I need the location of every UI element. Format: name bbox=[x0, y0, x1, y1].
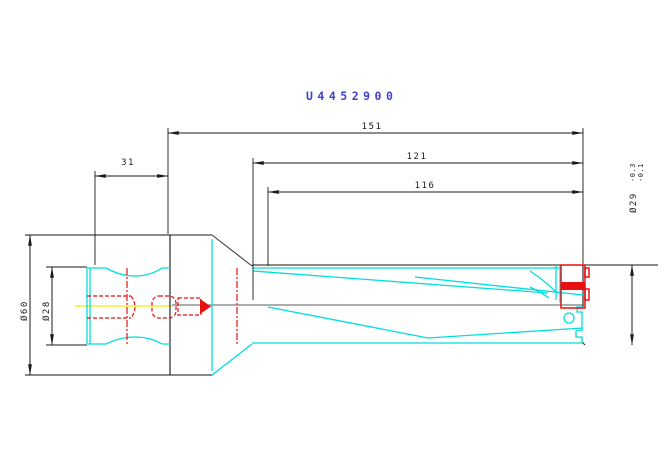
cone-bottom-edge bbox=[211, 343, 253, 376]
insert-outline bbox=[560, 264, 590, 309]
dimension-labels: 151 121 116 31 Ø60 Ø28 Ø29 -0.3 -0.1 bbox=[19, 122, 645, 321]
screw-shaft bbox=[177, 297, 202, 316]
shank-top-edge bbox=[87, 267, 170, 277]
flute-helix-bottom-2 bbox=[427, 327, 584, 339]
tool-body-cyan bbox=[86, 239, 584, 376]
cutting-edge-upper bbox=[584, 267, 590, 278]
label-cutting-tol-lower: -0.1 bbox=[637, 163, 645, 182]
dimension-extension-lines bbox=[46, 128, 584, 346]
flute-runout-curve-1 bbox=[529, 270, 557, 293]
label-flange-diameter: Ø60 bbox=[19, 300, 30, 321]
cutting-edge-lower bbox=[584, 288, 590, 301]
hidden-features-red bbox=[87, 264, 590, 344]
flute-helix-top-1 bbox=[252, 270, 549, 294]
flute-runout-curve-2 bbox=[529, 286, 550, 299]
tip-stepped-corner bbox=[575, 306, 583, 343]
label-cutting-diameter: Ø29 bbox=[628, 192, 639, 213]
flute-helix-top-2 bbox=[414, 276, 584, 296]
coolant-hole bbox=[563, 312, 575, 324]
label-shank-diameter: Ø28 bbox=[41, 300, 52, 321]
cone-top-edge bbox=[211, 234, 253, 267]
bore-end-cap bbox=[130, 295, 136, 319]
screw-tip bbox=[200, 299, 211, 314]
tip-diameter-label-group: Ø29 -0.3 -0.1 bbox=[628, 163, 645, 213]
shank-bottom-edge bbox=[87, 336, 170, 345]
tool-outline bbox=[25, 234, 658, 376]
label-flute-length: 116 bbox=[415, 181, 436, 191]
label-cutting-tol-upper: -0.3 bbox=[629, 163, 637, 182]
label-overall-length: 151 bbox=[362, 122, 383, 132]
insert-slot bbox=[561, 282, 585, 290]
flute-helix-bottom-1 bbox=[267, 306, 429, 339]
screw-head bbox=[151, 295, 177, 319]
label-body-length: 121 bbox=[407, 152, 428, 162]
label-shank-length: 31 bbox=[121, 158, 135, 168]
dimension-lines bbox=[28, 131, 634, 376]
drawing-title: U4452900 bbox=[306, 89, 397, 103]
